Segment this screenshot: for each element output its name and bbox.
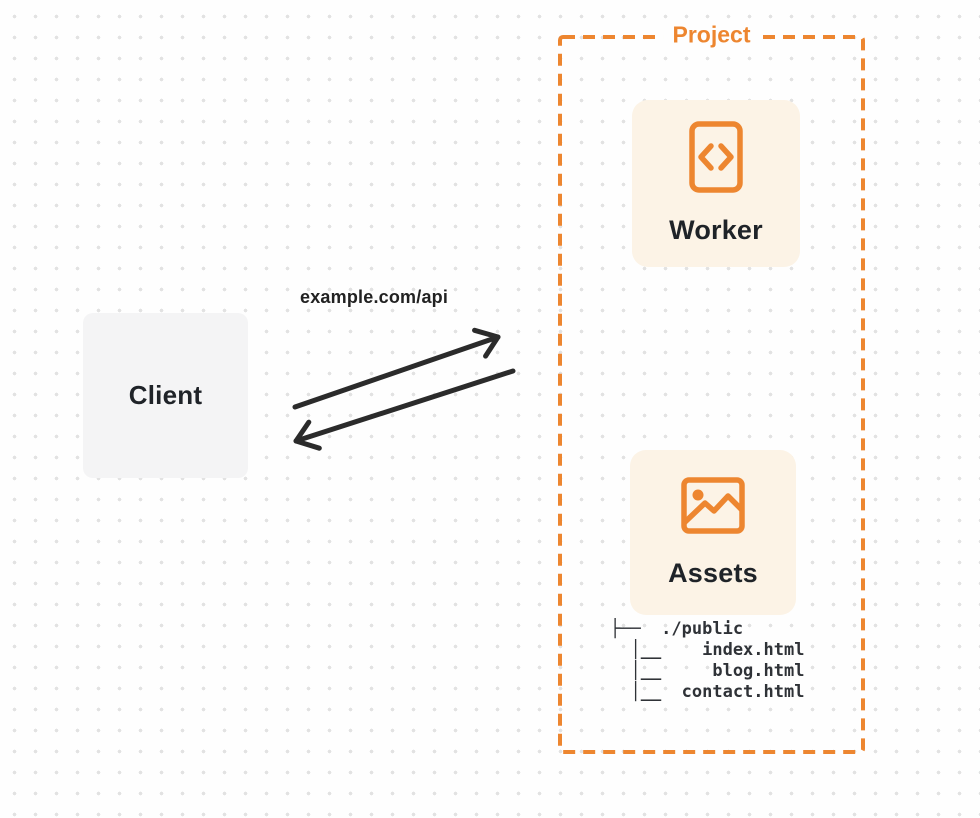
worker-label: Worker xyxy=(669,215,763,245)
code-file-icon xyxy=(689,121,743,193)
worker-card: Worker xyxy=(632,100,800,267)
image-icon xyxy=(681,476,745,534)
project-label: Project xyxy=(662,21,761,49)
client-label: Client xyxy=(128,380,203,410)
request-arrow xyxy=(292,327,501,410)
assets-label: Assets xyxy=(668,557,758,588)
project-boundary: Project Worker Assets ├── ./public │__ i… xyxy=(558,21,865,754)
assets-card: Assets xyxy=(630,450,796,615)
response-arrow xyxy=(293,368,516,451)
assets-file-tree: ├── ./public │__ index.html │__ blog.htm… xyxy=(610,619,805,702)
client-node: Client xyxy=(83,313,248,478)
request-url-label: example.com/api xyxy=(300,287,449,307)
